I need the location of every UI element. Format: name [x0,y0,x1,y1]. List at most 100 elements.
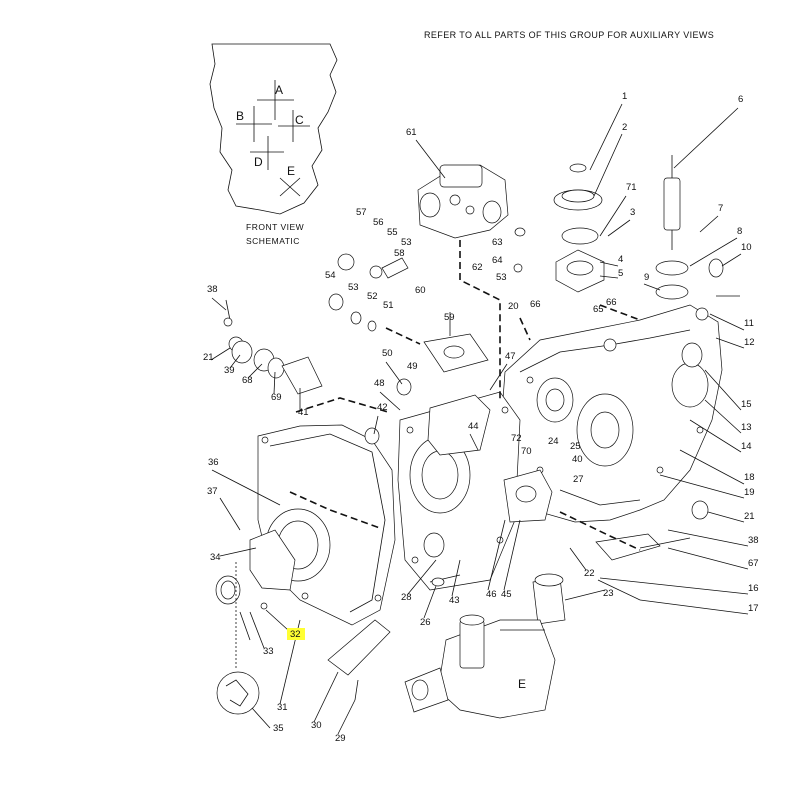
callout-70: 70 [521,446,532,457]
callout-59: 59 [444,312,455,323]
callout-15: 15 [741,399,752,410]
callout-13: 13 [741,422,752,433]
callout-48: 48 [374,378,385,389]
transmission-housing [499,304,723,523]
callout-58: 58 [394,248,405,259]
callout-69: 69 [271,392,282,403]
callout-4: 4 [618,254,623,265]
callout-7: 7 [718,203,723,214]
callout-40: 40 [572,454,583,465]
callout-30: 30 [311,720,322,731]
callout-64: 64 [492,255,503,266]
callout-21: 21 [744,511,755,522]
callout-38: 38 [748,535,759,546]
control-valve [417,164,509,239]
callout-66: 66 [530,299,541,310]
detail-letter-e: E [518,677,526,691]
callout-18: 18 [744,472,755,483]
mid-small-parts [328,227,526,445]
callout-36: 36 [208,457,219,468]
callout-67: 67 [748,558,759,569]
callout-63: 63 [492,237,503,248]
schematic-caption-line1: FRONT VIEW [246,222,305,232]
callout-57: 57 [356,207,367,218]
callout-26: 26 [420,617,431,628]
callout-53: 53 [496,272,507,283]
cover-plate [327,619,391,676]
callout-53: 53 [348,282,359,293]
callout-19: 19 [744,487,755,498]
callout-16: 16 [748,583,759,594]
callout-11: 11 [744,318,754,329]
callout-29: 29 [335,733,346,744]
callout-52: 52 [367,291,378,302]
callout-68: 68 [242,375,253,386]
callout-9: 9 [644,272,649,283]
callout-65: 65 [593,304,604,315]
callout-61: 61 [406,127,417,138]
callout-47: 47 [505,351,516,362]
callout-53: 53 [401,237,412,248]
schematic-caption-line2: SCHEMATIC [246,236,300,246]
adapter-plate [397,391,521,591]
callout-49: 49 [407,361,418,372]
callout-41: 41 [298,407,309,418]
detail-e-assembly: E [404,614,556,719]
schematic-letter-e: E [287,164,295,178]
callout-14: 14 [741,441,752,452]
flywheel-housing [249,424,396,626]
callout-33: 33 [263,646,274,657]
callout-17: 17 [748,603,759,614]
callout-6: 6 [738,94,743,105]
callout-55: 55 [387,227,398,238]
callout-45: 45 [501,589,512,600]
upper-gear-assembly [553,155,740,321]
callout-20: 20 [508,301,519,312]
callout-51: 51 [383,300,394,311]
callout-39: 39 [224,365,235,376]
callout-54: 54 [325,270,336,281]
callout-43: 43 [449,595,460,606]
callout-labels: 1271345678109666511121513141819213867161… [203,91,759,744]
callout-12: 12 [744,337,755,348]
callout-71: 71 [626,182,637,193]
callout-21: 21 [203,352,214,363]
callout-highlight [287,628,305,640]
callout-24: 24 [548,436,559,447]
callout-5: 5 [618,268,623,279]
callout-1: 1 [622,91,627,102]
callout-38: 38 [207,284,218,295]
callout-60: 60 [415,285,426,296]
washer [260,602,268,610]
callout-46: 46 [486,589,497,600]
callout-25: 25 [570,441,581,452]
callout-50: 50 [382,348,393,359]
auxiliary-views-note: REFER TO ALL PARTS OF THIS GROUP FOR AUX… [424,30,715,40]
callout-44: 44 [468,421,479,432]
schematic-letter-a: A [275,83,283,97]
front-view-schematic: A B C D E [209,43,338,215]
callout-31: 31 [277,702,288,713]
callout-66: 66 [606,297,617,308]
leader-lines [210,103,749,735]
callout-42: 42 [377,402,388,413]
schematic-letter-d: D [254,155,263,169]
callout-35: 35 [273,723,284,734]
callout-28: 28 [401,592,412,603]
left-small-parts [223,299,323,395]
callout-2: 2 [622,122,627,133]
schematic-letter-c: C [295,113,304,127]
assembly-dashed-lines [289,240,641,551]
callout-3: 3 [630,207,635,218]
callout-56: 56 [373,217,384,228]
callout-34: 34 [210,552,221,563]
detail-35-circle [216,671,260,715]
callout-37: 37 [207,486,218,497]
callout-8: 8 [737,226,742,237]
schematic-letter-b: B [236,109,244,123]
callout-27: 27 [573,474,584,485]
callout-23: 23 [603,588,614,599]
callout-32: 32 [290,629,301,640]
lower-center-parts [429,469,709,625]
